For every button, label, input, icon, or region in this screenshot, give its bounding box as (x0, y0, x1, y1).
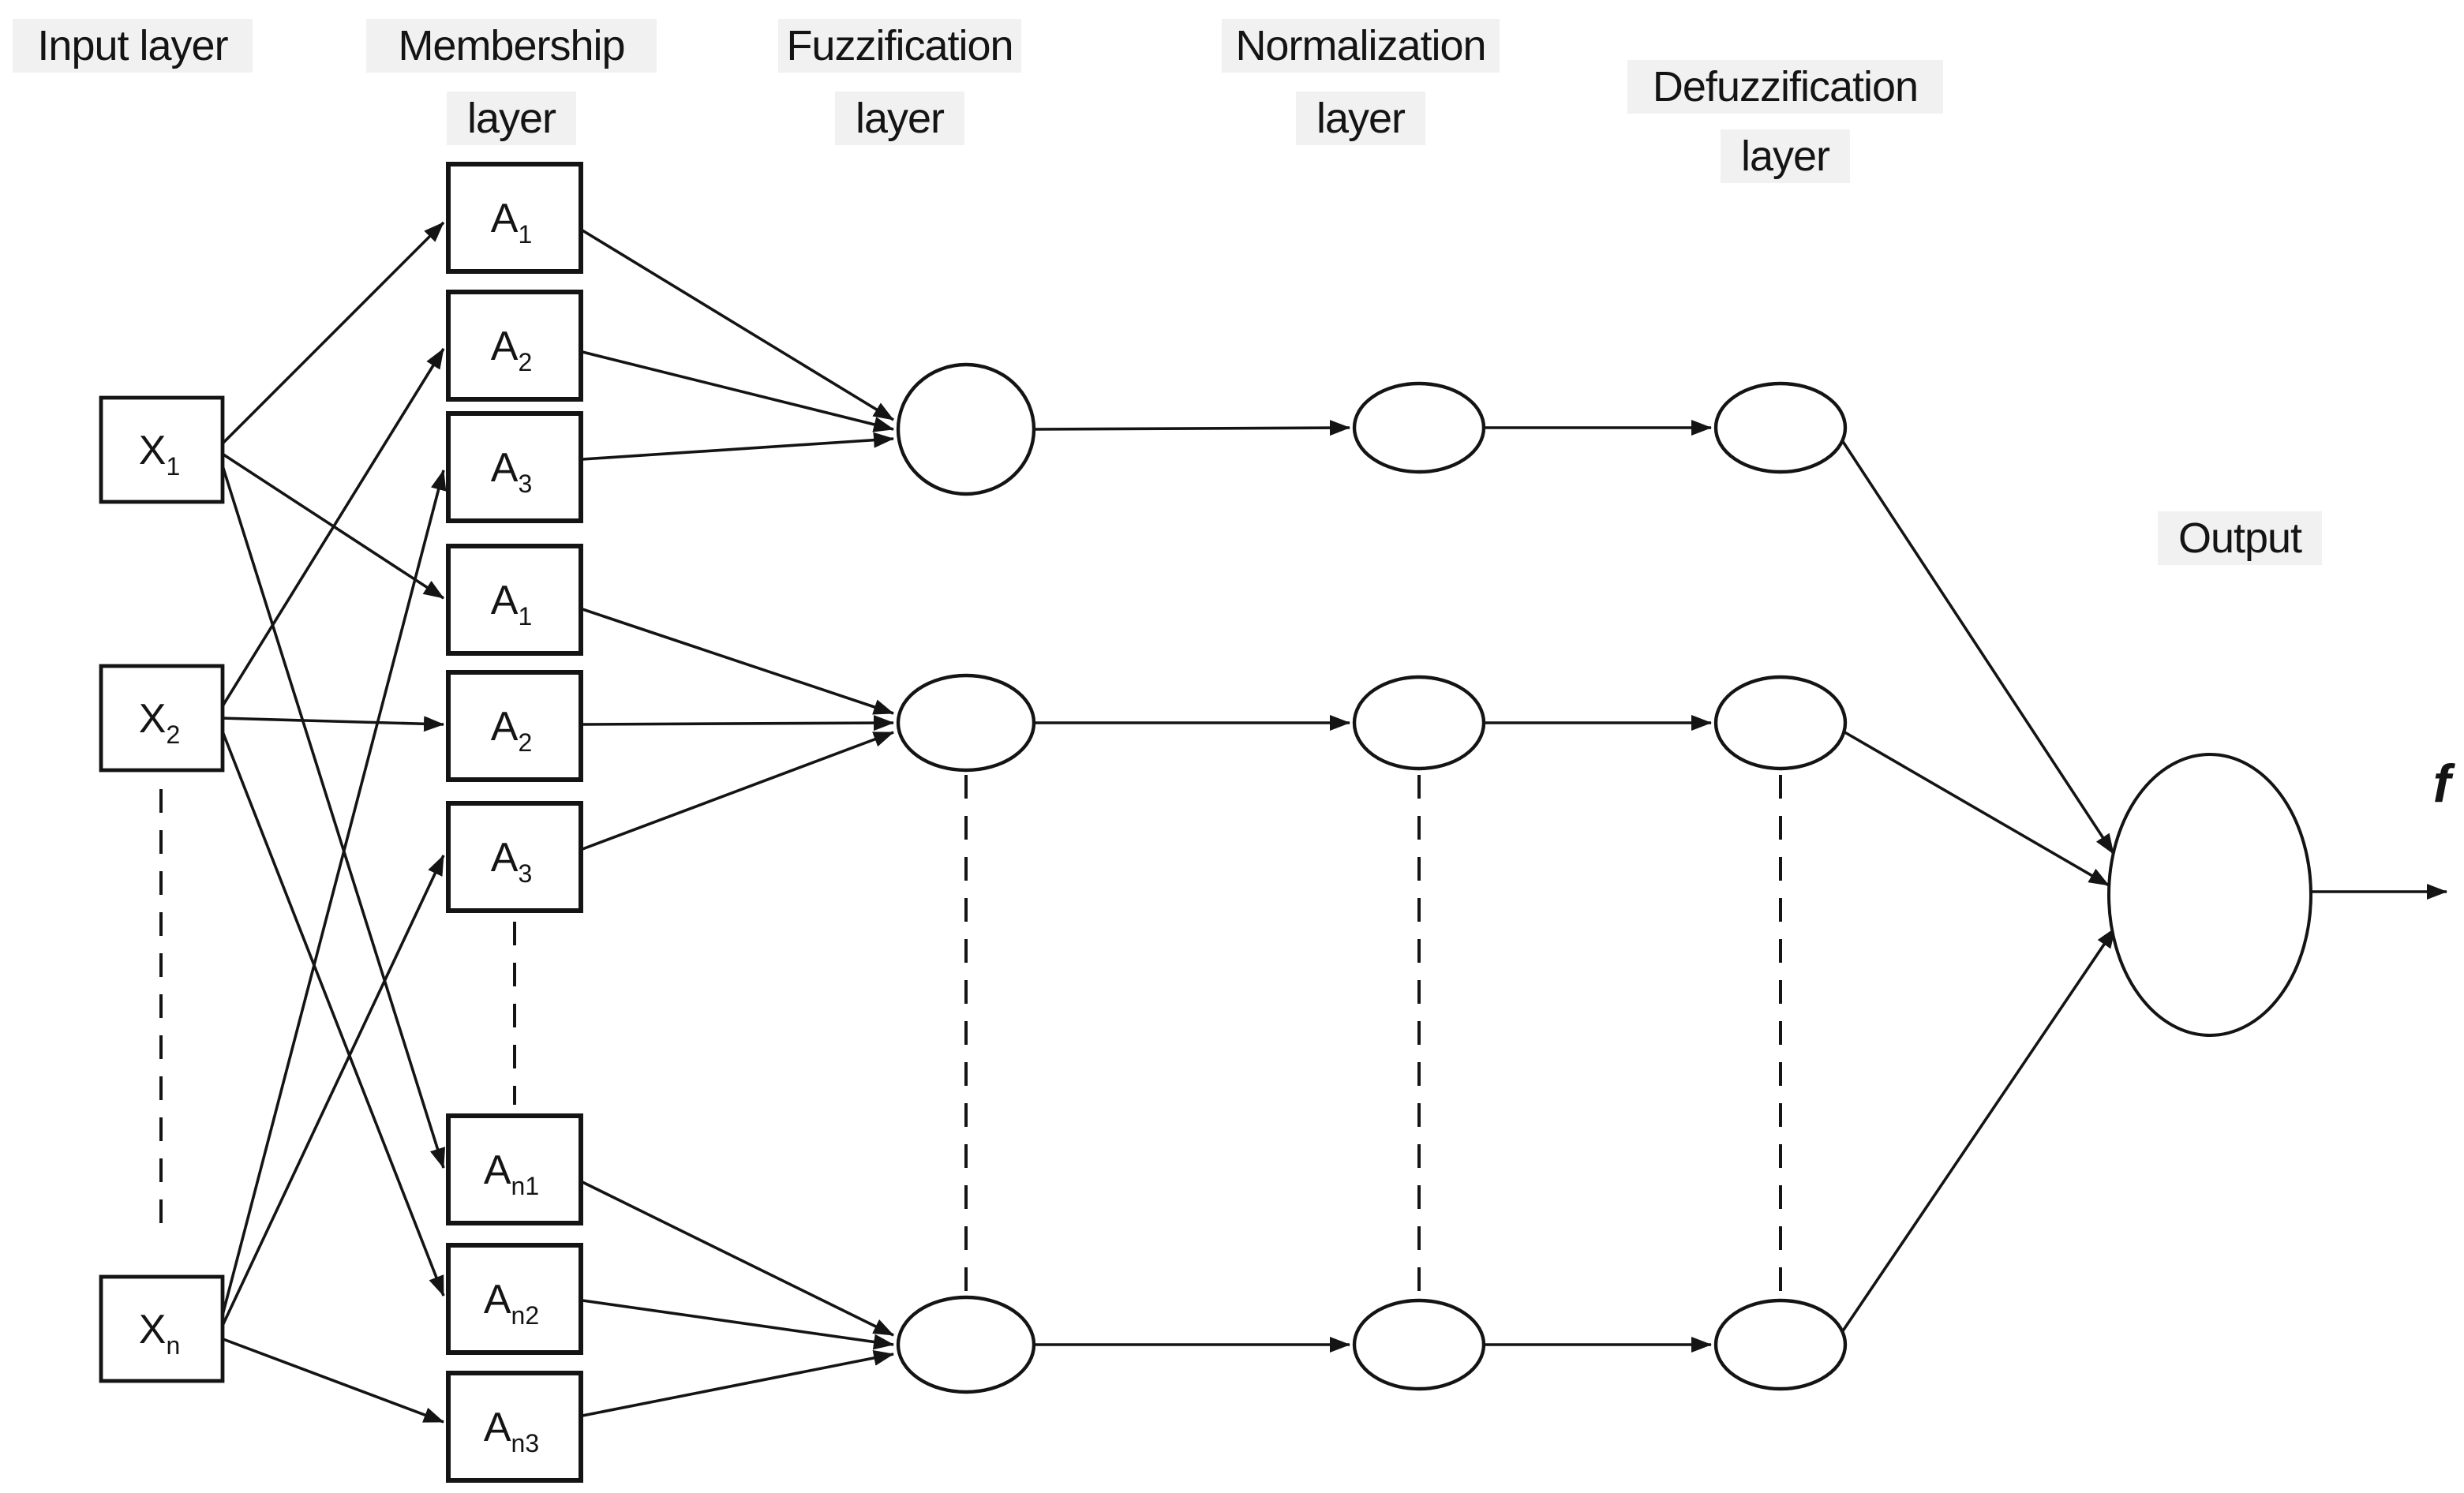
membership-node-a1b-label: A1 (491, 578, 532, 631)
edge-x2-a2b (220, 716, 444, 732)
membership-node-a2 (446, 290, 583, 402)
header-highlight (778, 19, 1021, 73)
output-function-symbol: f (2433, 754, 2456, 814)
edge-an1-f3 (582, 1181, 894, 1337)
edge-xn-a3b (219, 855, 445, 1330)
normalization-node-1 (1352, 381, 1486, 474)
edge-xn-an3 (220, 1337, 444, 1424)
membership-node-an3 (446, 1371, 583, 1483)
output-node (2107, 753, 2312, 1037)
membership-node-an2 (446, 1243, 583, 1355)
fuzzification-node-3 (896, 1295, 1036, 1394)
membership-node-an3-label: An3 (484, 1405, 539, 1457)
layer-headers: Input layer Membership layer Fuzzificati… (13, 19, 2322, 565)
input-node-xn (99, 1274, 225, 1383)
edge-a3-f1 (582, 432, 894, 461)
edge-d3-output (1841, 926, 2117, 1334)
fuzzification-node-2 (896, 673, 1036, 773)
membership-node-a2b-label: A2 (491, 704, 532, 757)
header-highlight (2158, 511, 2322, 565)
edge-d2-output (1841, 729, 2110, 887)
defuzzification-layer-nodes (1713, 381, 1848, 1391)
membership-layer-header: Membership (398, 22, 624, 69)
membership-node-a3 (446, 411, 583, 523)
fuzzification-layer-nodes (896, 362, 1036, 1394)
edges-row-chains (1033, 420, 1712, 1353)
edges-defuzzification-to-output (1841, 440, 2117, 1334)
edge-an3-f3 (582, 1350, 894, 1417)
membership-node-a2-label: A2 (491, 324, 532, 376)
header-highlight (447, 92, 576, 145)
membership-node-an2-label: An2 (484, 1277, 539, 1330)
membership-node-a2b (446, 670, 583, 782)
header-highlight (1627, 60, 1943, 114)
edge-a2b-f2 (582, 715, 894, 732)
input-node-xn-label: Xn (139, 1307, 180, 1360)
normalization-layer-header: Normalization (1235, 22, 1485, 69)
edges-input-to-membership (219, 221, 447, 1424)
membership-node-a3b-label: A3 (491, 835, 532, 888)
defuzzification-node-2 (1713, 675, 1848, 771)
membership-layer-nodes: A1 A2 A3 A1 A2 A3 An1 An2 An3 (446, 162, 583, 1483)
edge-f1-n1 (1033, 420, 1350, 436)
header-highlight (366, 19, 657, 73)
normalization-node-3 (1352, 1298, 1486, 1391)
fuzzification-layer-header: Fuzzification (786, 22, 1013, 69)
edge-a1-f1 (582, 229, 894, 421)
membership-node-a1b (446, 544, 583, 656)
header-highlight (1296, 92, 1425, 145)
edge-d1-output (1841, 440, 2115, 855)
input-node-x2-label: X2 (139, 696, 180, 749)
edge-x1-a1 (219, 221, 445, 447)
input-layer-nodes: X1 X2 Xn (99, 395, 225, 1383)
edge-xn-a3 (219, 470, 447, 1322)
fuzzification-node-1 (896, 362, 1036, 496)
edge-an2-f3 (582, 1299, 894, 1350)
edge-a1b-f2 (582, 608, 894, 715)
normalization-layer-nodes (1352, 381, 1486, 1391)
membership-node-an1 (446, 1113, 583, 1225)
header-highlight (13, 19, 253, 73)
input-node-x2 (99, 664, 225, 773)
input-node-x1 (99, 395, 225, 504)
defuzzification-node-3 (1713, 1298, 1848, 1391)
membership-node-a1 (446, 162, 583, 274)
defuzzification-layer-header: Defuzzification (1653, 63, 1918, 110)
defuzzification-node-1 (1713, 381, 1848, 474)
edges-membership-to-fuzzification (582, 229, 894, 1417)
edge-a3b-f2 (582, 731, 894, 851)
ellipsis-dashed-lines (159, 775, 1782, 1294)
header-highlight (1721, 129, 1850, 183)
fuzzification-layer-header-2: layer (856, 95, 945, 142)
edge-x2-an2 (219, 727, 445, 1297)
normalization-node-2 (1352, 675, 1486, 771)
edge-x1-a1b (220, 451, 444, 600)
input-layer-header: Input layer (37, 22, 228, 69)
output-header: Output (2178, 515, 2302, 562)
defuzzification-layer-header-2: layer (1741, 133, 1830, 180)
input-node-x1-label: X1 (139, 428, 180, 481)
header-highlight (1222, 19, 1500, 73)
edge-a2-f1 (582, 350, 894, 432)
edge-x1-an1 (219, 460, 446, 1169)
membership-node-a1-label: A1 (491, 196, 532, 249)
edge-x2-a2 (219, 348, 445, 709)
normalization-layer-header-2: layer (1316, 95, 1406, 142)
membership-node-a3b (446, 801, 583, 913)
membership-node-a3-label: A3 (491, 445, 532, 498)
membership-node-an1-label: An1 (484, 1147, 539, 1200)
header-highlight (835, 92, 964, 145)
membership-layer-header-2: layer (467, 95, 556, 142)
